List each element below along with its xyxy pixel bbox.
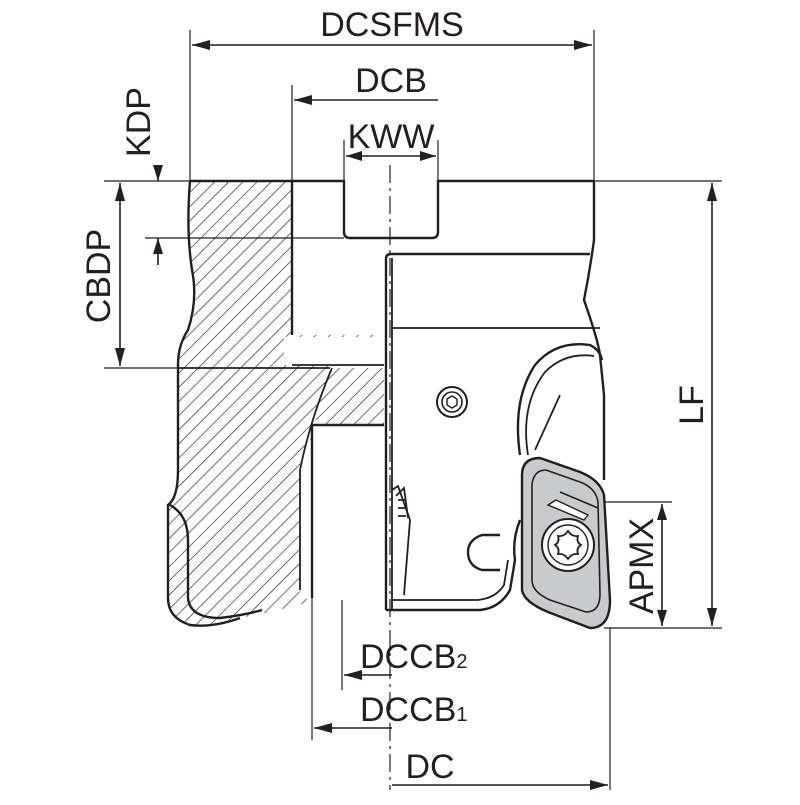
hex-socket-screw-icon [436,386,468,418]
label-lf: LF [673,385,711,425]
cutting-insert [520,456,612,630]
label-apmx: APMX [623,518,661,614]
label-dc: DC [405,748,454,786]
chip-pocket [516,343,604,456]
top-face-with-keyway [190,179,594,240]
torx-screw-icon [541,518,595,572]
label-dcb: DCB [355,62,427,100]
label-dccb1: DCCB1 [360,691,467,729]
label-dccb2: DCCB2 [360,638,467,676]
label-dcsfms: DCSFMS [320,6,464,44]
label-kdp: KDP [120,87,158,157]
extension-lines [104,30,722,790]
coolant-nozzle [466,533,500,572]
dimension-lines [115,40,717,790]
label-kww: KWW [348,118,435,156]
label-cbdp: CBDP [80,229,118,323]
hatched-region [168,181,384,626]
sectioned-half [166,180,384,627]
body-outline-right [582,181,606,480]
body-outline-left [166,180,241,627]
dimension-labels: DCSFMS DCB KWW KDP CBDP LF APMX DCCB2 DC… [80,6,711,786]
cutter-body [190,179,606,612]
